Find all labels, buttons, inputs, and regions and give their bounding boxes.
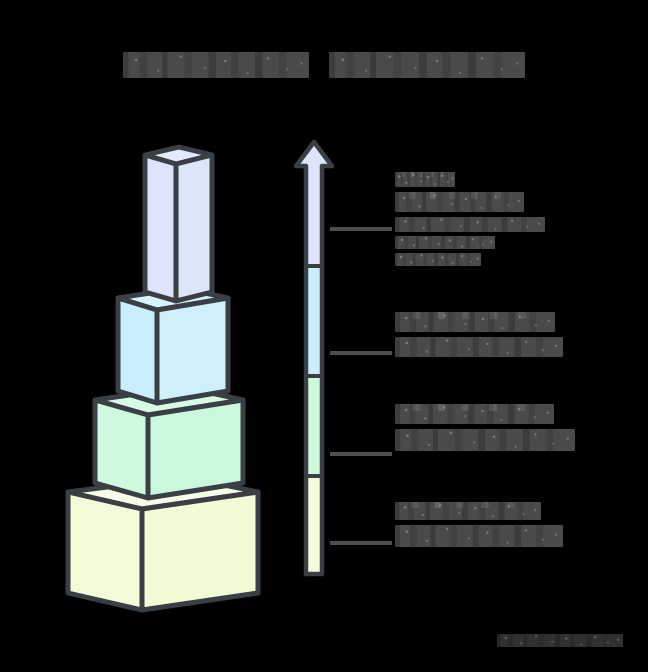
page-title (0, 52, 648, 78)
label-3-body (395, 429, 610, 451)
tier-4-left-face (65, 489, 145, 613)
tier-3-left-face (92, 397, 151, 501)
label-2-heading (395, 312, 610, 332)
label-3-body-line-1 (395, 429, 575, 451)
watermark-text (497, 634, 623, 647)
pyramid-graphic (0, 0, 320, 640)
arrow-segment-2 (296, 266, 332, 376)
label-1-body (395, 217, 610, 266)
tier-4-right-face (139, 489, 261, 613)
label-1-body-line-2 (395, 236, 495, 249)
label-3-heading-line-1 (395, 404, 554, 424)
label-4-heading (395, 502, 610, 520)
attribution-watermark (497, 634, 623, 647)
arrow-segment-3 (296, 376, 332, 476)
vertical-gradient-arrow (288, 138, 344, 580)
arrow-segment-4 (296, 476, 332, 574)
label-2-body (395, 337, 610, 357)
arrow-outline (293, 139, 335, 577)
tier-1-block (142, 144, 215, 304)
label-block-3 (395, 404, 610, 455)
arrow-segment-1 (296, 142, 332, 266)
label-2-body-line-1 (395, 337, 563, 357)
tier-2-left-face (115, 295, 160, 406)
tier-1-right-face (173, 152, 215, 304)
tier-1-left-face (142, 152, 179, 304)
connector-line-2 (330, 351, 392, 355)
label-1-heading-line-2 (395, 192, 524, 212)
label-2-heading-line-1 (395, 312, 555, 332)
label-4-heading-line-1 (395, 502, 541, 520)
label-3-heading (395, 404, 610, 424)
tier-3-right-face (145, 397, 246, 501)
title-text-part-2 (329, 52, 525, 78)
title-text-part-1 (123, 52, 309, 78)
label-block-1 (395, 172, 610, 270)
connector-line-1 (330, 227, 392, 231)
label-1-body-line-1 (395, 217, 545, 232)
label-block-2 (395, 312, 610, 361)
tier-3-block (92, 384, 246, 501)
connector-line-4 (330, 541, 392, 545)
label-block-4 (395, 502, 610, 551)
label-4-body-line-1 (395, 525, 563, 547)
tier-2-right-face (154, 295, 231, 406)
connector-line-3 (330, 452, 392, 456)
label-1-body-line-3 (395, 253, 481, 266)
tier-2-block (115, 285, 231, 406)
label-4-body (395, 525, 610, 547)
label-1-heading (395, 172, 610, 212)
label-1-heading-line-1 (395, 172, 455, 187)
